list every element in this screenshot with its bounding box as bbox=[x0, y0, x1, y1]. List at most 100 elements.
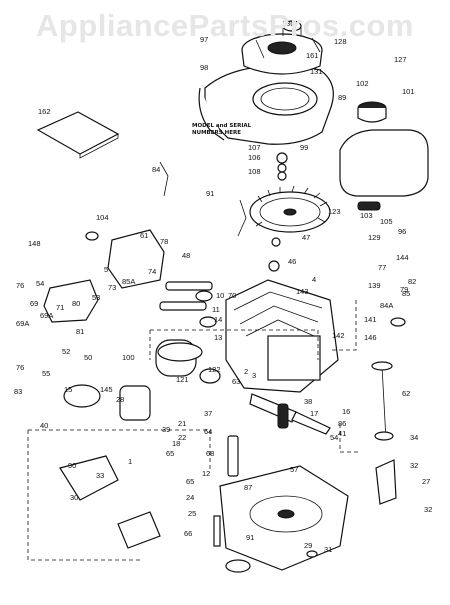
callout-73: 73 bbox=[108, 283, 116, 292]
callout-141: 141 bbox=[364, 315, 377, 324]
callout-76: 76 bbox=[16, 281, 24, 290]
callout-47: 47 bbox=[302, 233, 310, 242]
callout-40: 40 bbox=[40, 421, 48, 430]
watermark: AppliancePartsPros.com bbox=[36, 8, 414, 43]
leader-lines bbox=[27, 37, 360, 561]
callout-148: 148 bbox=[28, 239, 41, 248]
callout-145: 145 bbox=[100, 385, 113, 394]
callout-29: 29 bbox=[304, 541, 312, 550]
callout-76: 76 bbox=[16, 363, 24, 372]
callout-15: 15 bbox=[64, 385, 72, 394]
callout-30: 30 bbox=[70, 493, 78, 502]
callout-32: 32 bbox=[424, 505, 432, 514]
callout-48: 48 bbox=[182, 251, 190, 260]
callout-68: 68 bbox=[206, 449, 214, 458]
callout-161: 161 bbox=[306, 51, 319, 60]
callout-69: 69 bbox=[30, 299, 38, 308]
callout-130: 130 bbox=[282, 19, 295, 28]
callout-17: 17 bbox=[310, 409, 318, 418]
callout-128: 128 bbox=[334, 37, 347, 46]
fuel-tank bbox=[339, 101, 429, 197]
callout-69A: 69A bbox=[40, 311, 53, 320]
callout-131: 131 bbox=[310, 67, 323, 76]
callout-5: 5 bbox=[104, 265, 108, 274]
callout-38: 38 bbox=[304, 397, 312, 406]
model-serial-note: MODEL and SERIAL NUMBERS HERE bbox=[192, 123, 252, 136]
callout-96: 96 bbox=[398, 227, 406, 236]
callout-66: 66 bbox=[184, 529, 192, 538]
dipstick bbox=[371, 361, 397, 505]
callout-121: 121 bbox=[176, 375, 189, 384]
callout-139: 139 bbox=[368, 281, 381, 290]
callout-62: 62 bbox=[402, 389, 410, 398]
callout-63: 63 bbox=[232, 377, 240, 386]
callout-105: 105 bbox=[380, 217, 393, 226]
callout-32: 32 bbox=[410, 461, 418, 470]
callout-13: 13 bbox=[214, 333, 222, 342]
callout-57: 57 bbox=[290, 465, 298, 474]
callout-71: 71 bbox=[56, 303, 64, 312]
callout-79: 79 bbox=[400, 285, 408, 294]
blower-housing bbox=[198, 64, 334, 145]
callout-41: 41 bbox=[338, 429, 346, 438]
callout-69A: 69A bbox=[16, 319, 29, 328]
callout-108: 108 bbox=[248, 167, 261, 176]
callout-129: 129 bbox=[368, 233, 381, 242]
carburetor-assembly bbox=[43, 229, 165, 421]
callout-102: 102 bbox=[356, 79, 369, 88]
callout-101: 101 bbox=[402, 87, 415, 96]
callout-122: 122 bbox=[208, 365, 221, 374]
callout-27: 27 bbox=[422, 477, 430, 486]
callout-54: 54 bbox=[36, 279, 44, 288]
callout-143: 143 bbox=[296, 287, 309, 296]
small-parts bbox=[85, 152, 406, 573]
manual-booklet bbox=[36, 111, 120, 159]
callout-144: 144 bbox=[396, 253, 409, 262]
callout-64: 64 bbox=[204, 427, 212, 436]
callout-37: 37 bbox=[204, 409, 212, 418]
callout-123: 123 bbox=[328, 207, 341, 216]
callout-52: 52 bbox=[62, 347, 70, 356]
callout-80: 80 bbox=[72, 299, 80, 308]
callout-104: 104 bbox=[96, 213, 109, 222]
callout-100: 100 bbox=[122, 353, 135, 362]
callout-81: 81 bbox=[76, 327, 84, 336]
callout-11: 11 bbox=[212, 305, 220, 314]
callout-18: 18 bbox=[172, 439, 180, 448]
callout-50: 50 bbox=[84, 353, 92, 362]
callout-90: 90 bbox=[68, 461, 76, 470]
callout-70: 70 bbox=[228, 291, 236, 300]
callout-85A: 85A bbox=[122, 277, 135, 286]
callout-84A: 84A bbox=[380, 301, 393, 310]
callout-24: 24 bbox=[186, 493, 194, 502]
callout-4: 4 bbox=[312, 275, 316, 284]
callout-21: 21 bbox=[178, 419, 186, 428]
rewind-starter bbox=[241, 20, 323, 75]
callout-146: 146 bbox=[364, 333, 377, 342]
callout-89: 89 bbox=[338, 93, 346, 102]
callout-78: 78 bbox=[160, 237, 168, 246]
callout-3: 3 bbox=[252, 371, 256, 380]
callout-127: 127 bbox=[394, 55, 407, 64]
callout-22: 22 bbox=[178, 433, 186, 442]
callout-97: 97 bbox=[200, 35, 208, 44]
callout-87: 87 bbox=[244, 483, 252, 492]
callout-107: 107 bbox=[248, 143, 261, 152]
callout-83: 83 bbox=[14, 387, 22, 396]
crankcase-sump bbox=[219, 465, 349, 571]
callout-98: 98 bbox=[200, 63, 208, 72]
callout-103: 103 bbox=[360, 211, 373, 220]
callout-53: 53 bbox=[92, 293, 100, 302]
callout-86: 86 bbox=[338, 419, 346, 428]
callout-54: 54 bbox=[330, 433, 338, 442]
callout-142: 142 bbox=[332, 331, 345, 340]
callout-33: 33 bbox=[96, 471, 104, 480]
callout-82: 82 bbox=[408, 277, 416, 286]
callout-77: 77 bbox=[378, 263, 386, 272]
callout-85: 85 bbox=[402, 289, 410, 298]
callout-31: 31 bbox=[324, 545, 332, 554]
callout-84: 84 bbox=[152, 165, 160, 174]
